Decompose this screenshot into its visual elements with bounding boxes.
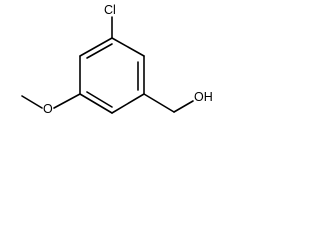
ring-double-bond-inner-top: [86, 43, 113, 59]
hydroxyl-label: OH: [194, 90, 213, 104]
chlorine-label: Cl: [104, 3, 116, 17]
ring-bond-bottom-left: [79, 93, 113, 114]
ring-bond-top-left: [79, 37, 113, 57]
methylene-bond: [143, 93, 175, 113]
ring-bond-top-right: [111, 37, 145, 57]
ring-double-bond-inner-bottom: [86, 91, 113, 108]
chemical-structure: Cl O OH: [21, 3, 213, 116]
ring-bond-bottom-right: [111, 93, 145, 114]
hydroxyl-bond: [173, 100, 194, 113]
methoxy-oxygen-label: O: [43, 102, 53, 116]
benzene-ring: [79, 37, 145, 114]
methoxy-ring-bond: [53, 93, 81, 109]
methoxy-methyl-bond: [21, 95, 43, 109]
